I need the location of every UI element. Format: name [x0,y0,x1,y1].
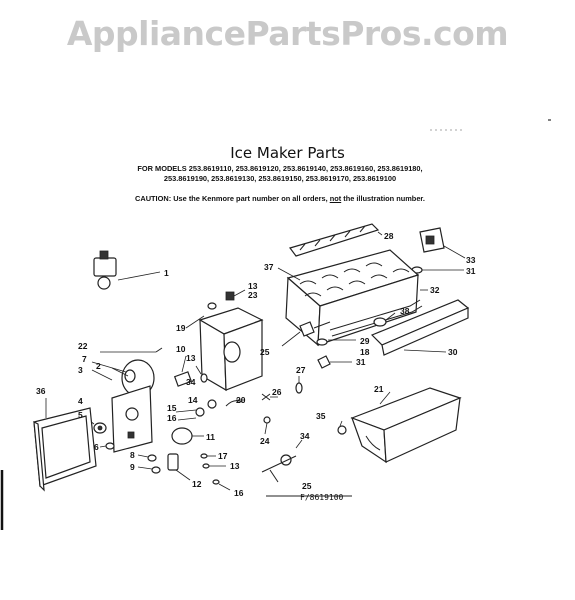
model-list-line-1: FOR MODELS 253.8619110, 253.8619120, 253… [137,164,423,173]
caution-note: CAUTION: Use the Kenmore part number on … [60,194,500,203]
callout-26: 26 [272,387,282,397]
callout-31-lower: 31 [356,357,366,367]
shutoff-arm-part [261,439,352,497]
gear-parts [171,399,244,445]
callout-17: 17 [218,451,228,461]
small-hardware-parts [261,355,352,435]
shutoff-cap-part [419,227,466,259]
ice-bin-part [350,387,462,464]
callout-1: 1 [164,268,169,278]
model-code: F/8619100 [300,493,344,502]
callout-13-bottom: 13 [230,461,240,471]
callout-29: 29 [360,336,370,346]
callout-15: 15 [167,403,177,413]
callout-2: 2 [96,361,101,371]
callout-13-top: 13 [248,281,258,291]
callout-19: 19 [176,323,186,333]
callout-35: 35 [316,411,326,421]
mounting-plate-part [111,385,153,453]
clip-part [337,420,347,435]
bottom-hardware-parts [137,453,231,491]
ejector-bar-part [289,223,383,257]
callout-24: 24 [260,436,270,446]
callout-7: 7 [82,354,87,364]
callout-16-upper: 16 [167,413,177,423]
callout-28: 28 [384,231,394,241]
callout-13-mid: 13 [186,353,196,363]
callout-36: 36 [36,386,46,396]
callout-5: 5 [78,410,83,420]
site-watermark: AppliancePartsPros.com [66,14,509,53]
callout-25-bottom: 25 [302,481,312,491]
callout-32: 32 [430,285,440,295]
callout-6: 6 [94,442,99,452]
model-list-line-2: 253.8619190, 253.8619130, 253.8619150, 2… [163,174,397,183]
front-cover-part [33,398,97,492]
heater-part [329,289,428,337]
callout-34-lower: 34 [300,431,310,441]
callout-21: 21 [374,384,384,394]
callout-33: 33 [466,255,476,265]
screw-part [411,266,464,274]
motor-part [91,347,163,397]
callout-37: 37 [264,262,274,272]
callout-30: 30 [448,347,458,357]
caution-not: not [329,194,342,203]
callout-9: 9 [130,462,135,472]
callout-25-left: 25 [260,347,270,357]
callout-18: 18 [360,347,370,357]
callout-20: 20 [236,395,246,405]
model-list: FOR MODELS 253.8619110, 253.8619120, 253… [60,164,500,184]
callout-14: 14 [188,395,198,405]
diagram-title: Ice Maker Parts [230,144,345,162]
callout-38: 38 [400,306,410,316]
switch-parts [173,355,208,387]
callout-31-upper: 31 [466,266,476,276]
callout-27: 27 [296,365,306,375]
caution-suffix: the illustration number. [341,194,425,203]
callout-4: 4 [78,396,83,406]
caution-prefix: CAUTION: Use the Kenmore part number on … [135,194,330,203]
control-housing-part [185,289,264,392]
callout-8: 8 [130,450,135,460]
shaft-parts [281,321,356,347]
callout-34-upper: 34 [186,377,196,387]
stripper-part [370,299,470,356]
callout-23: 23 [248,290,258,300]
callout-22: 22 [78,341,88,351]
callout-10: 10 [176,344,186,354]
ice-mold-part [277,249,420,347]
callout-12: 12 [192,479,202,489]
fill-cup-part [373,312,396,327]
water-valve-part [93,250,161,290]
callout-11: 11 [206,432,215,442]
callout-16-lower: 16 [234,488,244,498]
callout-3: 3 [78,365,83,375]
